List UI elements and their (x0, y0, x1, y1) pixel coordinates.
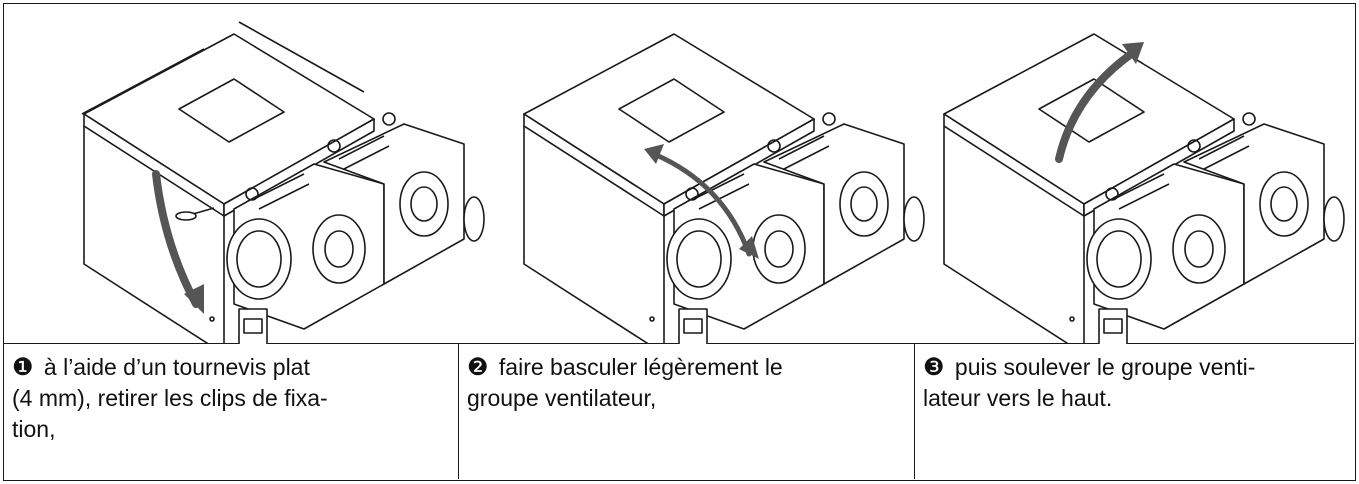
step-1-number: ❶ (12, 354, 34, 381)
screwdriver-icon (175, 207, 215, 221)
step-3-illustration (943, 33, 1345, 344)
down-curved-arrow-icon (152, 170, 200, 308)
instruction-table: ❶ à l’aide d’un tournevis plat (4 mm), r… (3, 3, 1356, 481)
double-curved-arrow-icon (651, 151, 752, 257)
illustration-row (4, 4, 1354, 344)
step-1-caption: ❶ à l’aide d’un tournevis plat (4 mm), r… (4, 344, 459, 479)
step-3-number: ❸ (923, 354, 945, 381)
step-2-illustration (523, 33, 925, 344)
step-1-line-2: (4 mm), retirer les clips de fixa- (12, 385, 328, 411)
step-3-line-2: lateur vers le haut. (923, 385, 1113, 411)
step-3-line-1: puis soulever le groupe venti- (954, 354, 1256, 380)
up-curved-arrow-icon (1055, 48, 1138, 163)
caption-row: ❶ à l’aide d’un tournevis plat (4 mm), r… (4, 344, 1354, 479)
step-1-line-3: tion, (12, 416, 56, 442)
step-2-line-1: faire basculer légèrement le (498, 354, 783, 380)
step-2-number: ❷ (467, 354, 489, 381)
illustration-svg (81, 21, 1345, 344)
step-3-caption: ❸ puis soulever le groupe venti- lateur … (915, 344, 1354, 479)
step-2-line-2: groupe ventilateur, (467, 385, 657, 411)
step-1-illustration (81, 21, 485, 344)
step-1-line-1: à l’aide d’un tournevis plat (43, 354, 310, 380)
step-2-caption: ❷ faire basculer légèrement le groupe ve… (459, 344, 915, 479)
